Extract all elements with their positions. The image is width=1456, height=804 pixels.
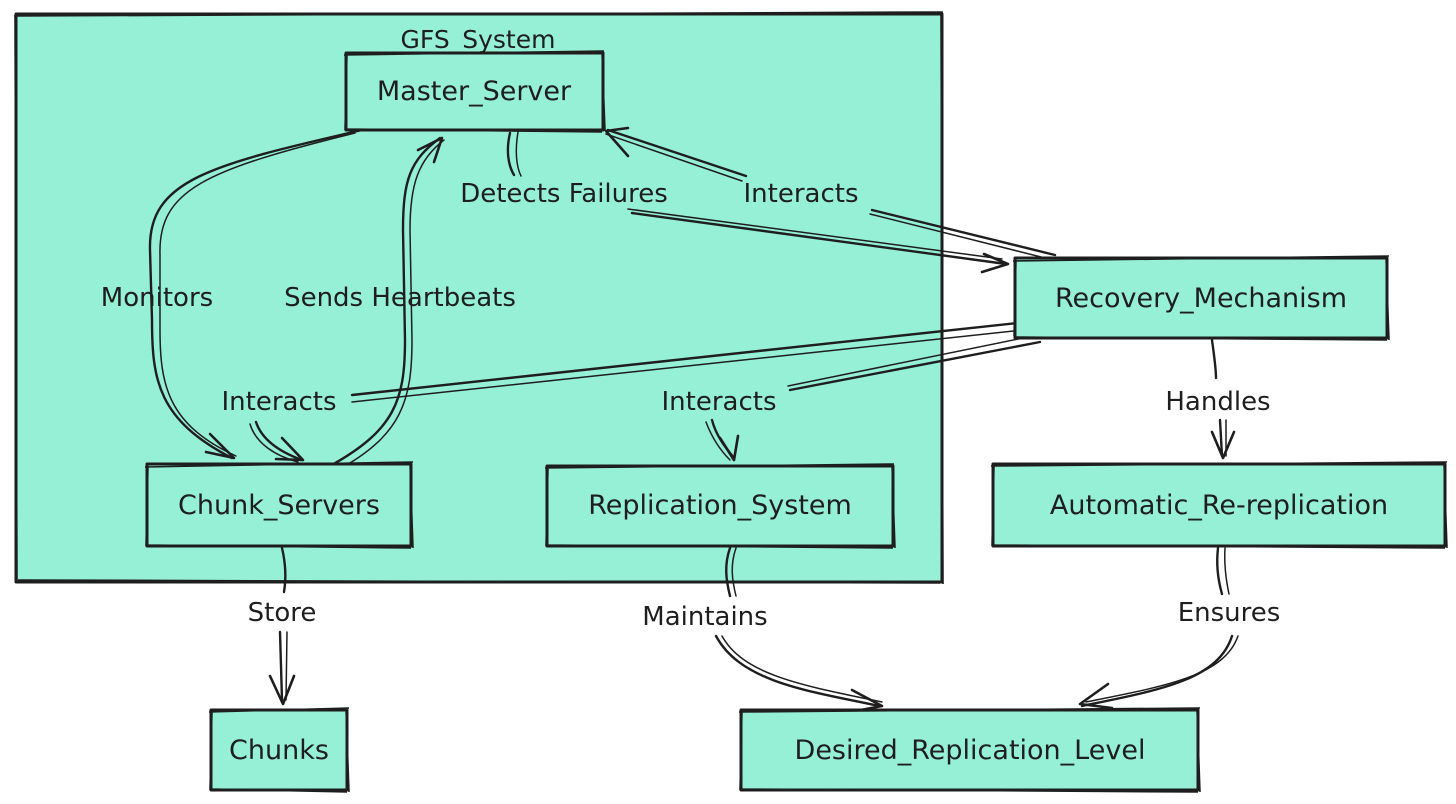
edge-label-interacts-master-recovery: Interacts <box>744 179 859 209</box>
node-recovery-mechanism[interactable]: Recovery_Mechanism <box>1012 255 1390 341</box>
nodes: Master_Server Recovery_Mechanism Chunk_S… <box>144 50 1448 793</box>
group-gfs-system-label: GFS_System <box>401 25 556 54</box>
edge-ensures <box>1078 546 1239 710</box>
node-automatic-re-replication-label: Automatic_Re-replication <box>1050 490 1388 521</box>
edges <box>148 126 1239 714</box>
group-gfs-system-sketch <box>13 11 944 585</box>
edge-label-detects-failures: Detects Failures <box>460 179 668 209</box>
edge-labels: Monitors Sends Heartbeats Detects Failur… <box>101 179 1280 632</box>
node-replication-system-box <box>545 464 895 548</box>
edge-sends-heartbeats <box>328 136 445 471</box>
edge-interacts-recovery-replication <box>705 335 1042 462</box>
node-automatic-re-replication-box <box>991 462 1447 548</box>
edge-interacts-recovery-chunk <box>249 318 1047 463</box>
node-automatic-re-replication[interactable]: Automatic_Re-replication <box>990 461 1448 549</box>
edge-detects-failures <box>506 131 1010 274</box>
node-recovery-mechanism-label: Recovery_Mechanism <box>1055 283 1347 314</box>
node-chunks-label: Chunks <box>229 735 329 766</box>
node-master-server-label: Master_Server <box>377 76 572 107</box>
node-desired-replication-level[interactable]: Desired_Replication_Level <box>738 707 1201 793</box>
edge-handles <box>1210 338 1236 460</box>
edge-label-handles: Handles <box>1165 387 1270 417</box>
edge-label-interacts-recovery-replication: Interacts <box>662 387 777 417</box>
edge-monitors <box>148 128 364 460</box>
edge-label-interacts-recovery-chunk: Interacts <box>222 387 337 417</box>
edge-label-sends-heartbeats: Sends Heartbeats <box>284 283 516 313</box>
edge-label-store: Store <box>248 598 317 628</box>
node-chunks-box <box>209 708 349 792</box>
edge-interacts-master-recovery <box>604 126 1057 260</box>
node-chunks[interactable]: Chunks <box>208 707 350 793</box>
edge-label-ensures: Ensures <box>1178 598 1281 628</box>
node-chunk-servers-box <box>145 462 413 548</box>
node-chunk-servers-label: Chunk_Servers <box>178 490 380 521</box>
edge-store <box>268 546 296 706</box>
node-replication-system[interactable]: Replication_System <box>544 463 896 549</box>
edge-label-monitors: Monitors <box>101 283 213 313</box>
node-master-server[interactable]: Master_Server <box>343 50 606 133</box>
node-replication-system-label: Replication_System <box>588 490 852 521</box>
node-chunk-servers[interactable]: Chunk_Servers <box>144 461 414 549</box>
node-desired-replication-level-label: Desired_Replication_Level <box>795 735 1146 766</box>
edge-label-maintains: Maintains <box>642 602 767 632</box>
